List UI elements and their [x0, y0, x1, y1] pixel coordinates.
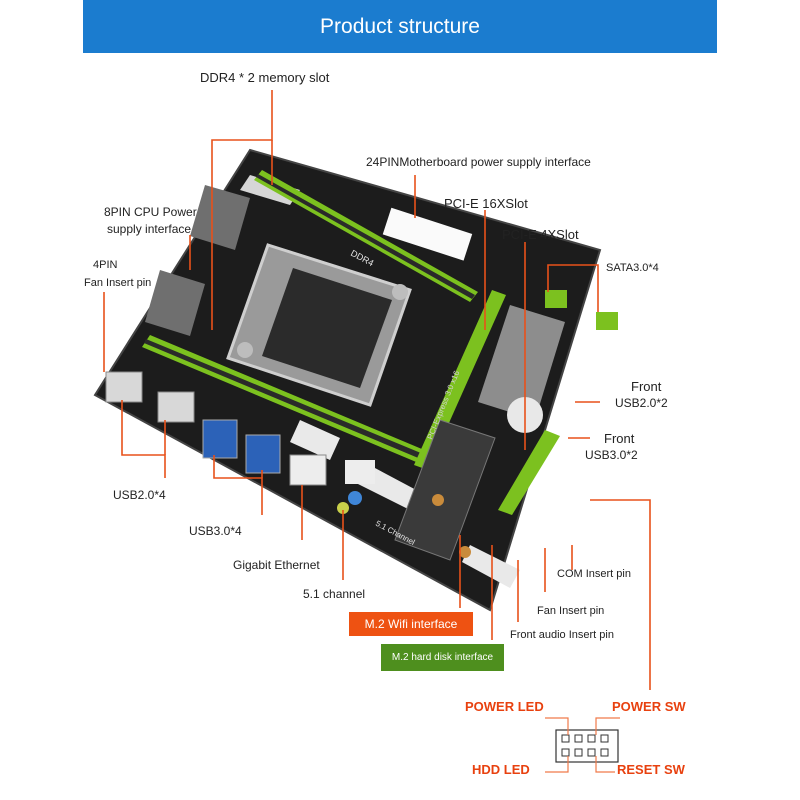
label-gigabit-ethernet: Gigabit Ethernet: [233, 558, 320, 572]
front-panel-header-diagram: [555, 729, 619, 763]
rear-usb2-ports: [105, 371, 143, 403]
vrm-heatsink-left: [145, 270, 205, 336]
label-24pin-power: 24PINMotherboard power supply interface: [366, 155, 591, 169]
label-hdd-led: HDD LED: [472, 762, 530, 777]
label-4pin-fan-line1: 4PIN: [93, 259, 118, 271]
label-fan-pin: Fan Insert pin: [537, 605, 605, 617]
label-usb3: USB3.0*4: [189, 524, 242, 538]
label-ddr4-slot: DDR4 * 2 memory slot: [200, 70, 330, 85]
label-power-sw: POWER SW: [612, 699, 686, 714]
label-8pin-cpu-line1: 8PIN CPU Power: [104, 205, 197, 219]
chipset-heatsink: [478, 305, 565, 420]
ethernet-port: [289, 454, 327, 486]
label-5-1-channel: 5.1 channel: [303, 587, 366, 601]
label-pcie-4x: PCI-E 4XSlot: [502, 227, 579, 242]
tag-m2-wifi: M.2 Wifi interface: [349, 612, 473, 636]
label-usb2: USB2.0*4: [113, 488, 166, 502]
label-sata: SATA3.0*4: [606, 262, 659, 274]
label-front-usb2-line2: USB2.0*2: [615, 396, 668, 410]
label-com-pin: COM Insert pin: [557, 568, 631, 580]
pcie-16x-slot: [414, 290, 506, 470]
atx-24pin-connector: [382, 207, 473, 261]
label-power-led: POWER LED: [465, 699, 544, 714]
label-reset-sw: RESET SW: [617, 762, 685, 777]
audio-jacks: [348, 491, 362, 505]
label-front-usb3-line1: Front: [604, 431, 635, 446]
pcie-4x-slot: [498, 430, 560, 515]
tag-m2-hard-disk: M.2 hard disk interface: [381, 644, 504, 671]
label-front-usb3-line2: USB3.0*2: [585, 448, 638, 462]
m2-slot-board: [394, 419, 496, 561]
header-banner: Product structure: [83, 0, 717, 53]
label-front-audio-pin: Front audio Insert pin: [510, 629, 614, 641]
vrm-heatsink-top: [190, 185, 250, 250]
sata-ports: [545, 290, 567, 308]
label-4pin-fan-line2: Fan Insert pin: [84, 277, 152, 289]
page-title: Product structure: [320, 14, 480, 38]
rear-usb3-ports: [202, 419, 238, 459]
label-8pin-cpu-line2: supply interface: [107, 222, 192, 236]
label-pcie-16x: PCI-E 16XSlot: [444, 196, 528, 211]
label-front-usb2-line1: Front: [631, 379, 662, 394]
